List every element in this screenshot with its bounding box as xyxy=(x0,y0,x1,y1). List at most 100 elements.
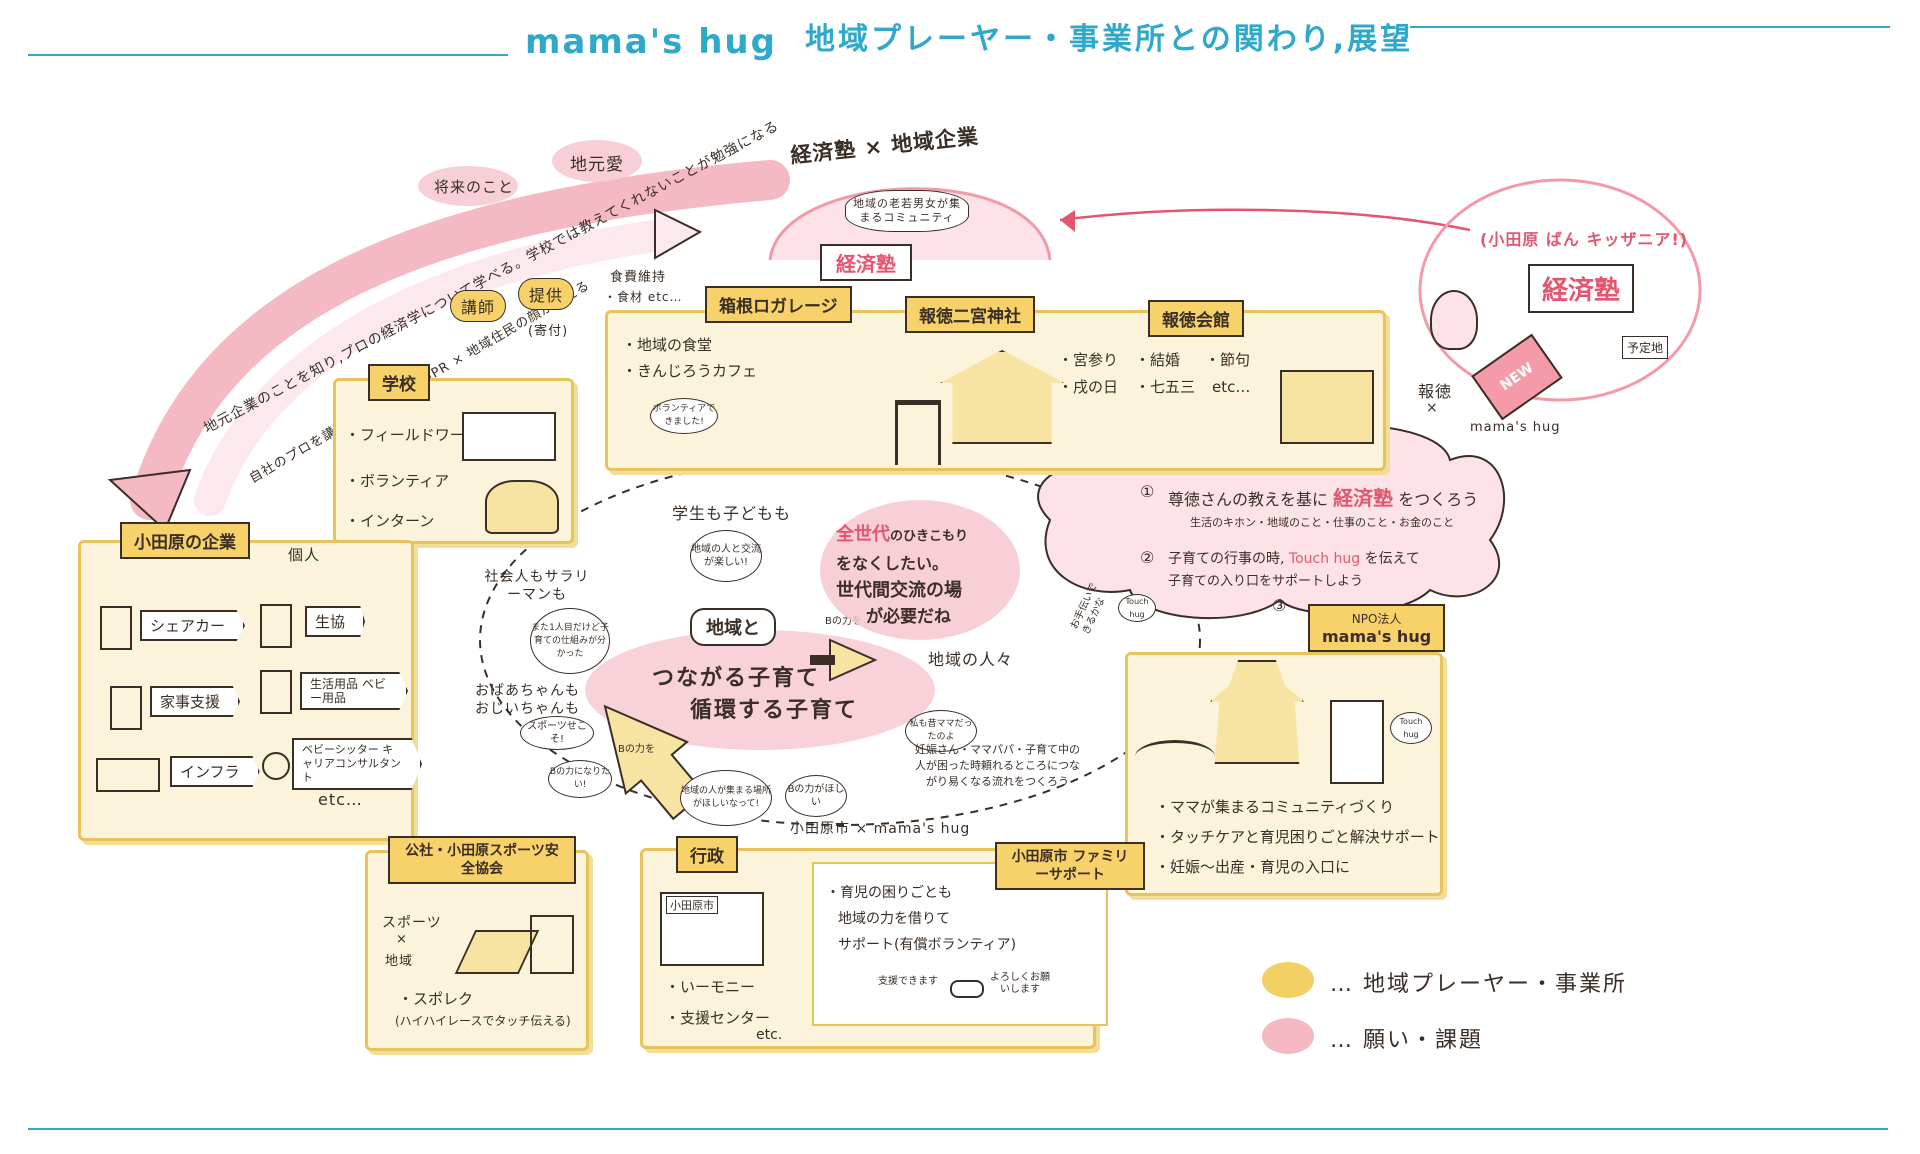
school-item-3: ・インターン xyxy=(345,512,435,530)
page-title: 地域プレーヤー・事業所との関わり,展望 xyxy=(805,22,1414,57)
yellow-arrow-left xyxy=(603,704,706,821)
mamashug-number: ③ xyxy=(1272,596,1287,615)
individual-label: 個人 xyxy=(288,546,321,564)
bridge-illustration xyxy=(1135,740,1215,773)
family-item-2: 地域の力を借りて xyxy=(838,911,950,927)
company-building-icon-3 xyxy=(110,686,142,730)
cloud-item-2-post: を伝えて xyxy=(1364,551,1420,567)
hall-illustration xyxy=(1280,370,1374,444)
generation-line-1b: のひきこもり xyxy=(890,529,969,544)
torii-illustration xyxy=(895,400,941,465)
city-hall-label: 小田原市 xyxy=(666,896,718,914)
hall-item-1: ・宮参り xyxy=(1058,351,1119,369)
generation-line-3: 世代間交流の場 xyxy=(836,580,962,601)
city-label: 小田原市 × mama's hug xyxy=(790,821,971,837)
station-item-2: ・きんじろうカフェ xyxy=(622,362,758,380)
center-dashed-circle xyxy=(479,454,1201,826)
workers-label: 社会人もサラリーマンも xyxy=(484,569,590,603)
cloud-item-1: 尊徳さんの教えを基に 経済塾 をつくろう xyxy=(1168,482,1478,511)
center-main-1: つながる子育て xyxy=(652,666,821,691)
local-love-tag-bg xyxy=(552,140,642,182)
elders-label: おばあちゃんもおじいちゃんも xyxy=(475,683,580,717)
company-item-3: 家事支援 xyxy=(150,686,241,717)
keizaijuku-banner: 経済塾 xyxy=(820,244,912,281)
generation-line-1a: 全世代 xyxy=(836,524,890,545)
students-label: 学生も子どもも xyxy=(672,504,792,523)
shrine-tag: 報徳二宮神社 xyxy=(905,296,1035,333)
sponsor-tag: 提供 xyxy=(518,278,575,310)
collab-x: × xyxy=(1426,400,1439,416)
store-label: 予定地 xyxy=(1622,336,1669,359)
students-bubble: 地域の人と交流が楽しい! xyxy=(690,530,762,582)
mamashug-item-2: ・タッチケアと育児困りごと解決サポート xyxy=(1155,828,1440,846)
hall-item-6: etc… xyxy=(1212,378,1251,396)
future-tag-bg xyxy=(418,166,518,206)
school-box xyxy=(333,378,574,544)
city-hall-illustration xyxy=(660,892,764,966)
cloud-item-1-hl: 経済塾 xyxy=(1333,486,1394,510)
gov-etc: etc. xyxy=(756,1027,783,1043)
school-tag: 学校 xyxy=(368,364,430,401)
cloud-item-1-post: をつくろう xyxy=(1398,490,1479,509)
family-support-tag: 小田原市 ファミリーサポート xyxy=(995,842,1145,890)
right-pink-circle xyxy=(1418,178,1702,402)
elders-bubble: スポーツせこそ! xyxy=(520,716,594,750)
gov-item-2: ・支援センター xyxy=(665,1009,771,1027)
school-building-icon xyxy=(462,412,556,461)
company-item-5: インフラ xyxy=(170,756,260,787)
region-label: 地域と xyxy=(690,608,776,646)
mamashug-tag-line-1: NPO法人 xyxy=(1351,612,1402,626)
teacher-figure xyxy=(1430,290,1478,350)
generation-line-4: が必要だね xyxy=(866,607,951,627)
mamashug-item-3: ・妊娠〜出産・育児の入口に xyxy=(1155,858,1351,876)
mamashug-item-1: ・ママが集まるコミュニティづくり xyxy=(1155,798,1395,816)
elders-bubble-2: Bの力になりたい! xyxy=(548,760,612,798)
generation-line-1: 全世代のひきこもり xyxy=(836,520,968,546)
arrow-label-left: Bの力を xyxy=(618,744,655,755)
footer-line xyxy=(28,1128,1888,1130)
inner-arrow xyxy=(194,219,676,516)
region-people-desc: 妊娠さん・ママパパ・子育て中の人が困った時頼れるところにつながり易くなる流れをつ… xyxy=(915,743,1080,788)
companies-etc: etc… xyxy=(318,790,363,809)
person-icon xyxy=(262,752,290,780)
inner-arrowhead xyxy=(654,208,703,260)
handshake-icon xyxy=(950,980,984,998)
sports-note-x: × xyxy=(396,932,408,947)
family-item-3: サポート(有償ボランティア) xyxy=(838,937,1017,953)
new-badge-text: NEW xyxy=(1497,359,1537,395)
bottom-bubble-2: Bの力がほしい xyxy=(785,775,847,817)
family-item-1: ・育児の困りごとも xyxy=(826,885,952,901)
touch-bubble-small: Touch hug xyxy=(1118,594,1156,622)
legend-dot-issue xyxy=(1262,1018,1314,1054)
hall-item-2: ・結婚 xyxy=(1135,351,1181,369)
sports-item-sub: (ハイハイレースでタッチ伝える) xyxy=(395,1014,571,1028)
kidzania-subtitle: (小田原 ばん キッザニア!) xyxy=(1480,230,1689,249)
food-note-1: 食費維持 xyxy=(610,270,667,285)
mamashug-touch-bubble: Touch hug xyxy=(1390,712,1432,744)
school-item-2: ・ボランティア xyxy=(345,472,450,490)
donation-note: (寄付) xyxy=(528,324,569,339)
sports-tag: 公社・小田原スポーツ安全協会 xyxy=(388,836,576,884)
company-item-1: シェアカー xyxy=(140,610,246,641)
cloud-item-2-sub: 子育ての入り口をサポートしよう xyxy=(1168,574,1364,589)
sports-item: ・スポレク xyxy=(398,990,474,1008)
station-item-1: ・地域の食堂 xyxy=(622,336,713,354)
company-item-4: 生活用品 ベビー用品 xyxy=(300,672,408,710)
collab-mamashug: mama's hug xyxy=(1470,420,1561,435)
keizaijuku-bubble: 地域の老若男女が集まるコミュニティ xyxy=(845,190,969,232)
company-item-2: 生協 xyxy=(305,606,366,637)
hall-tag: 報徳会館 xyxy=(1148,300,1244,337)
factory-icon xyxy=(96,758,160,792)
center-main-2: 循環する子育て xyxy=(690,698,859,723)
legend-label-player: … 地域プレーヤー・事業所 xyxy=(1330,972,1627,997)
workers-bubble: また1人目だけど子育ての仕組みが分かった xyxy=(530,608,610,674)
generation-blob xyxy=(820,500,1020,640)
local-love-tag: 地元愛 xyxy=(570,155,624,175)
sports-building-illustration xyxy=(530,915,574,974)
lecturer-tag: 講師 xyxy=(450,290,507,322)
hall-item-3: ・節句 xyxy=(1205,351,1251,369)
company-building-icon-4 xyxy=(260,670,292,714)
mamashug-tag-line-2: mama's hug xyxy=(1322,627,1432,646)
cloud-item-1-pre: 尊徳さんの教えを基に xyxy=(1168,490,1329,509)
company-building-icon-2 xyxy=(260,604,292,648)
